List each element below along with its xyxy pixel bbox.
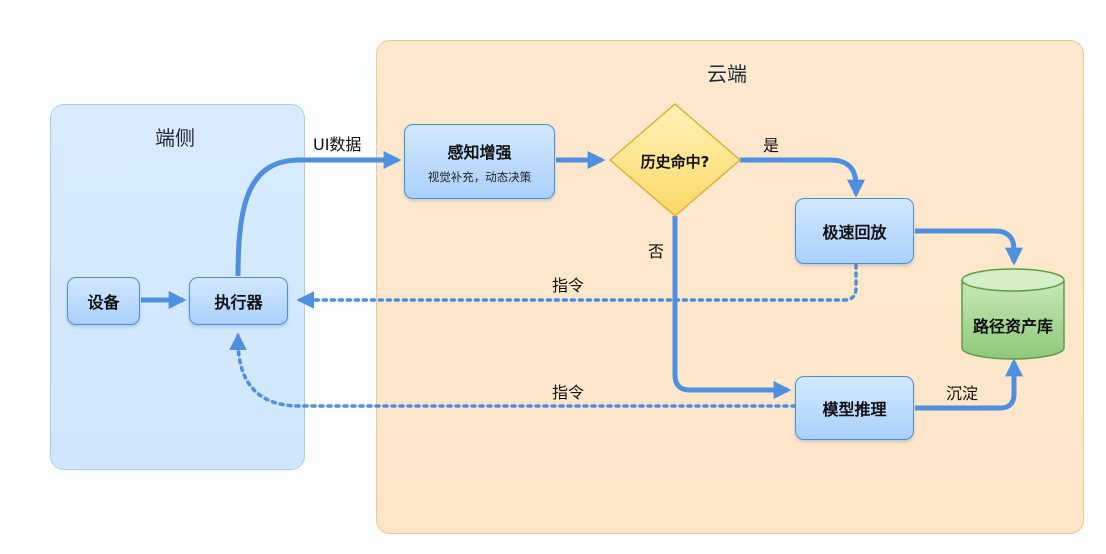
model-inference-node: 模型推理 xyxy=(795,376,914,440)
edge-label-ui-data: UI数据 xyxy=(313,135,362,154)
edge-command-replay xyxy=(296,263,858,309)
decision-diamond xyxy=(608,103,742,217)
edge-label-no: 否 xyxy=(648,242,665,261)
edge-label-yes: 是 xyxy=(763,136,780,155)
perception-node-sublabel: 视觉补充，动态决策 xyxy=(427,169,532,184)
edge-deposit xyxy=(915,358,1023,411)
decision-label: 历史命中? xyxy=(640,152,710,171)
edge-label-command-replay: 指令 xyxy=(552,276,585,295)
path-library-label: 路径资产库 xyxy=(972,317,1053,336)
perception-node: 感知增强 视觉补充，动态决策 xyxy=(404,124,555,199)
executor-node-label: 执行器 xyxy=(214,293,263,312)
device-side-title: 端侧 xyxy=(155,126,195,150)
edge-no xyxy=(672,216,792,399)
edge-replay-library xyxy=(915,228,1023,266)
perception-node-label: 感知增强 xyxy=(447,142,512,162)
cloud-side-title: 云端 xyxy=(707,62,747,86)
device-node: 设备 xyxy=(67,277,140,325)
path-library-cylinder xyxy=(961,268,1065,360)
device-node-label: 设备 xyxy=(87,293,120,312)
edge-ui-data xyxy=(235,151,402,277)
executor-node: 执行器 xyxy=(189,277,288,325)
fast-replay-node: 极速回放 xyxy=(795,198,914,264)
edge-label-deposit: 沉淀 xyxy=(946,384,979,403)
edge-yes xyxy=(740,157,865,198)
edge-command-inference xyxy=(229,332,797,408)
fast-replay-node-label: 极速回放 xyxy=(822,223,887,242)
model-inference-node-label: 模型推理 xyxy=(822,400,887,419)
edge-label-command-inference: 指令 xyxy=(552,383,585,402)
